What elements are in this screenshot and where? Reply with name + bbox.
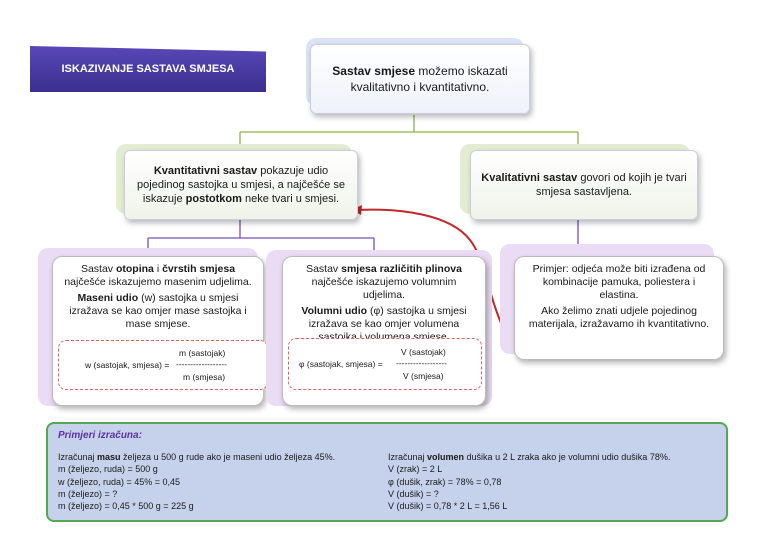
kvant-bold: Kvantitativni sastav — [153, 165, 258, 177]
ex2-line4: V (dušik) = ? — [388, 488, 439, 499]
ex2-line5: V (dušik) = 0,78 * 2 L = 1,56 L — [388, 501, 508, 512]
card2-bold-b: smjesa različitih plinova — [341, 263, 462, 275]
ex1-line4: m (željezo) = ? — [58, 488, 118, 499]
ex2-text-a: Izračunaj — [388, 452, 428, 462]
volumni-udio-formula: φ (sastojak, smjesa) = V (sastojak) ----… — [288, 338, 482, 390]
top-box: Sastav smjese možemo iskazati kvalitativ… — [310, 44, 530, 114]
card2-text-a: Sastav — [306, 263, 342, 275]
card1-bold-d: čvrstih smjesa — [162, 263, 236, 275]
ex2-line2: V (zrak) = 2 L — [388, 464, 443, 475]
card1-text-c: i — [153, 263, 163, 275]
card1-bold-b: otopina — [115, 263, 154, 275]
kvalitativni-box: Kvalitativni sastav govori od kojih je t… — [470, 150, 698, 220]
card1-bold-maseni: Maseni udio — [77, 292, 139, 304]
ex1-line3: w (željezo, ruda) = 45% = 0,45 — [58, 476, 181, 487]
example-mass: Izračunaj masu željeza u 500 g rude ako … — [58, 451, 335, 512]
formula1-lhs: w (sastojak, smjesa) = — [85, 360, 170, 370]
formula2-numerator: V (sastojak) — [401, 347, 446, 357]
card1-text-def: (w) sastojka u smjesi izražava se kao om… — [69, 292, 247, 330]
formula2-lhs: φ (sastojak, smjesa) = — [299, 359, 383, 369]
formula1-numerator: m (sastojak) — [179, 348, 226, 358]
card3-note: Ako želimo znati udjele pojedinog materi… — [528, 305, 710, 330]
formula2-denominator: V (smjesa) — [403, 371, 444, 381]
formula1-fraction-line: ------------------ — [176, 359, 227, 369]
formula1-denominator: m (smjesa) — [183, 372, 226, 382]
card1-text-a: Sastav — [80, 263, 116, 275]
card2-text-c: najčešće iskazujemo volumnim udjelima. — [311, 276, 457, 301]
card2-bold-volumni: Volumni udio — [301, 305, 368, 317]
kval-bold: Kvalitativni sastav — [481, 172, 578, 184]
maseni-udio-formula: w (sastojak, smjesa) = m (sastojak) ----… — [58, 340, 268, 390]
kvantitativni-box: Kvantitativni sastav pokazuje udio pojed… — [124, 150, 358, 220]
top-box-bold: Sastav smjese — [332, 64, 416, 78]
kval-text: govori od kojih je tvari smjesa sastavlj… — [536, 172, 687, 198]
ex1-line2: m (željezo, ruda) = 500 g — [58, 464, 158, 475]
top-box-line2: kvalitativno i kvantitativno. — [350, 80, 490, 94]
ex2-bold: volumen — [427, 452, 465, 462]
ex2-line3: φ (dušik, zrak) = 78% = 0,78 — [388, 476, 502, 487]
page-title-banner: ISKAZIVANJE SASTAVA SMJESA — [30, 46, 266, 92]
example-volume: Izračunaj volumen dušika u 2 L zraka ako… — [388, 451, 670, 512]
top-box-text: možemo iskazati — [415, 64, 508, 78]
examples-heading: Primjeri izračuna: — [58, 430, 142, 441]
card3-example: Primjer: odjeća može biti izrađena od ko… — [532, 263, 706, 301]
ex1-line5: m (željezo) = 0,45 * 500 g = 225 g — [58, 501, 194, 512]
kvant-text2: neke tvari u smjesi. — [241, 193, 340, 205]
examples-panel: Primjeri izračuna: Izračunaj masu željez… — [46, 422, 728, 522]
ex1-text-a: Izračunaj — [58, 452, 98, 462]
ex2-text-c: dušika u 2 L zraka ako je volumni udio d… — [464, 452, 671, 462]
primjer-card: Primjer: odjeća može biti izrađena od ko… — [514, 256, 724, 360]
page-title: ISKAZIVANJE SASTAVA SMJESA — [61, 63, 235, 75]
formula2-fraction-line: ------------------ — [396, 358, 447, 368]
kvant-bold2: postotkom — [185, 193, 242, 205]
card1-text-e: najčešće iskazujemo masenim udjelima. — [64, 276, 252, 288]
ex1-text-c: željeza u 500 g rude ako je maseni udio … — [120, 452, 336, 462]
kvant-text: pokazuje udio pojedinog sastojka u smjes… — [137, 165, 345, 205]
ex1-bold: masu — [97, 452, 121, 462]
